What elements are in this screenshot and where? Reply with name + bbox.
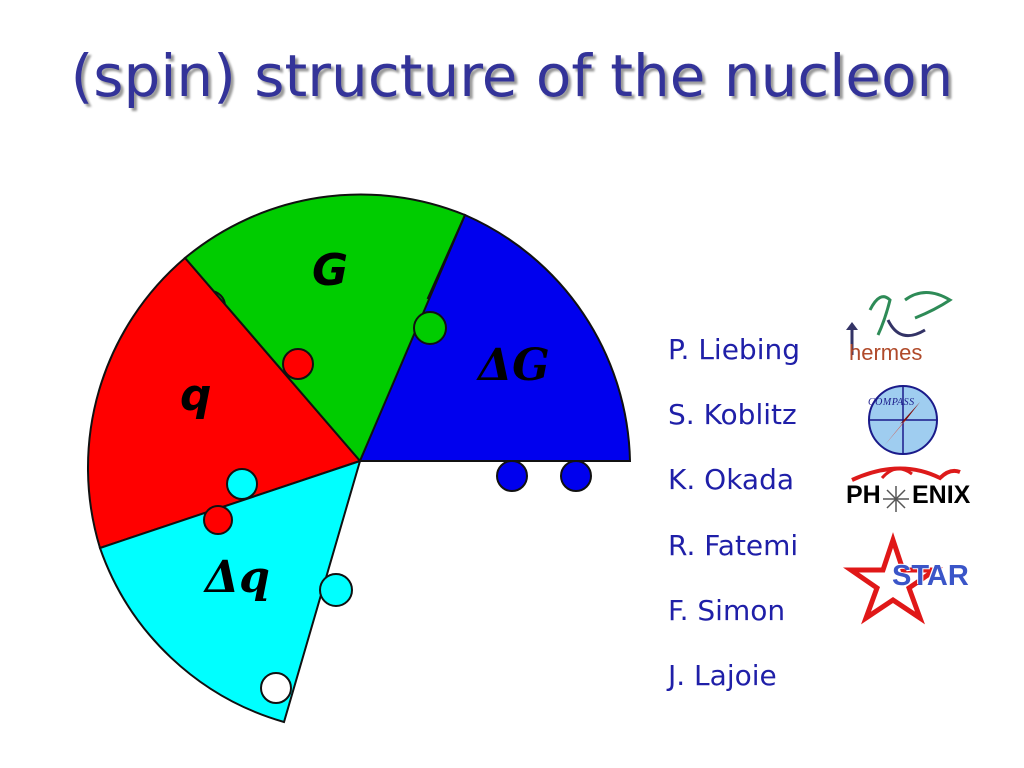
hermes-logo-text: hermes bbox=[849, 340, 923, 365]
speaker-name: R. Fatemi bbox=[668, 529, 799, 562]
puzzle-piece-delta-q bbox=[98, 459, 362, 724]
puzzle-knob-blue-a bbox=[496, 460, 528, 492]
speaker-name: F. Simon bbox=[668, 594, 786, 627]
speaker-name: K. Okada bbox=[668, 463, 795, 496]
star-logo bbox=[842, 532, 980, 625]
puzzle-knob-red-cyan bbox=[203, 505, 233, 535]
label-delta-q: Δq bbox=[203, 552, 270, 603]
phenix-logo bbox=[851, 466, 961, 512]
puzzle-knob-green-blue bbox=[413, 311, 447, 345]
puzzle-knob-cyan-right bbox=[319, 573, 353, 607]
phenix-logo-text-left: PH bbox=[846, 481, 881, 509]
star-logo-text: STAR bbox=[892, 560, 969, 592]
compass-logo-text: COMPASS bbox=[868, 397, 915, 408]
label-q: q bbox=[180, 370, 212, 421]
puzzle-knob-red-green bbox=[282, 348, 314, 380]
compass-logo bbox=[868, 385, 938, 455]
label-delta-g: ΔG bbox=[476, 340, 550, 391]
hermes-logo bbox=[846, 291, 953, 355]
speaker-name: J. Lajoie bbox=[668, 659, 777, 692]
puzzle-piece-q bbox=[86, 256, 362, 550]
puzzle-knob-cyan-red bbox=[226, 468, 258, 500]
slide-title: (spin) structure of the nucleon bbox=[70, 42, 954, 110]
speaker-name: S. Koblitz bbox=[668, 398, 797, 431]
puzzle-piece-delta-g bbox=[358, 213, 632, 462]
puzzle-notch-cyan-bottom bbox=[260, 672, 292, 704]
puzzle-knob-blue-b bbox=[560, 460, 592, 492]
phenix-logo-text-right: ENIX bbox=[912, 481, 971, 509]
speaker-name: P. Liebing bbox=[668, 333, 801, 366]
label-g: G bbox=[312, 245, 348, 296]
